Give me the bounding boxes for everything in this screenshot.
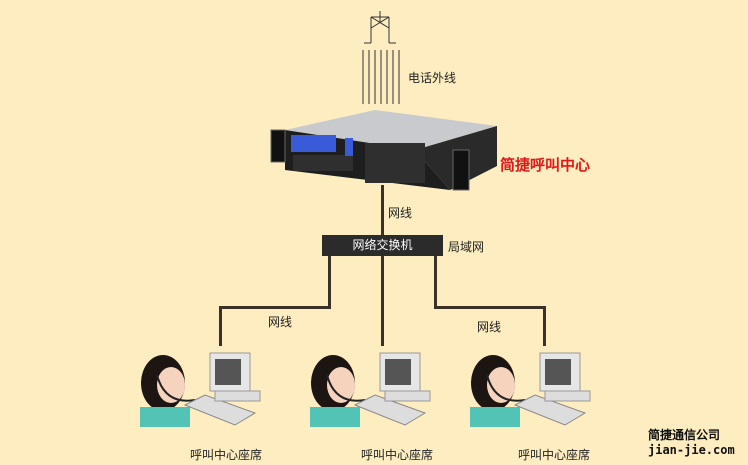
outside-line-label: 电话外线 xyxy=(408,71,457,85)
company-logo: 简捷通信公司 jian-jie.com xyxy=(648,428,735,458)
company-name: 简捷通信公司 xyxy=(648,428,721,442)
network-switch: 网络交换机 xyxy=(322,235,443,256)
lan-label: 局域网 xyxy=(448,240,485,254)
seat-label: 呼叫中心座席 xyxy=(190,448,263,462)
seat-label: 呼叫中心座席 xyxy=(361,448,434,462)
right-cable-vertical xyxy=(434,256,437,309)
left-cable-vertical xyxy=(328,256,331,309)
right-cable-drop xyxy=(543,306,546,346)
telephone-pole-icon xyxy=(362,11,400,104)
agent-workstation-icon xyxy=(470,352,591,427)
server-icon xyxy=(270,110,497,191)
right-cable-label: 网线 xyxy=(477,320,502,334)
center-cable xyxy=(381,256,384,346)
right-cable-horizontal xyxy=(434,306,546,309)
company-url: jian-jie.com xyxy=(648,443,735,457)
left-cable-drop xyxy=(219,306,222,346)
seat-label: 呼叫中心座席 xyxy=(518,448,591,462)
left-cable-horizontal xyxy=(219,306,331,309)
uplink-label: 网线 xyxy=(388,206,413,220)
uplink-cable xyxy=(381,185,384,235)
agent-workstation-icon xyxy=(310,352,431,427)
left-cable-label: 网线 xyxy=(268,315,293,329)
server-brand-label: 简捷呼叫中心 xyxy=(500,156,591,174)
agent-workstation-icon xyxy=(140,352,261,427)
